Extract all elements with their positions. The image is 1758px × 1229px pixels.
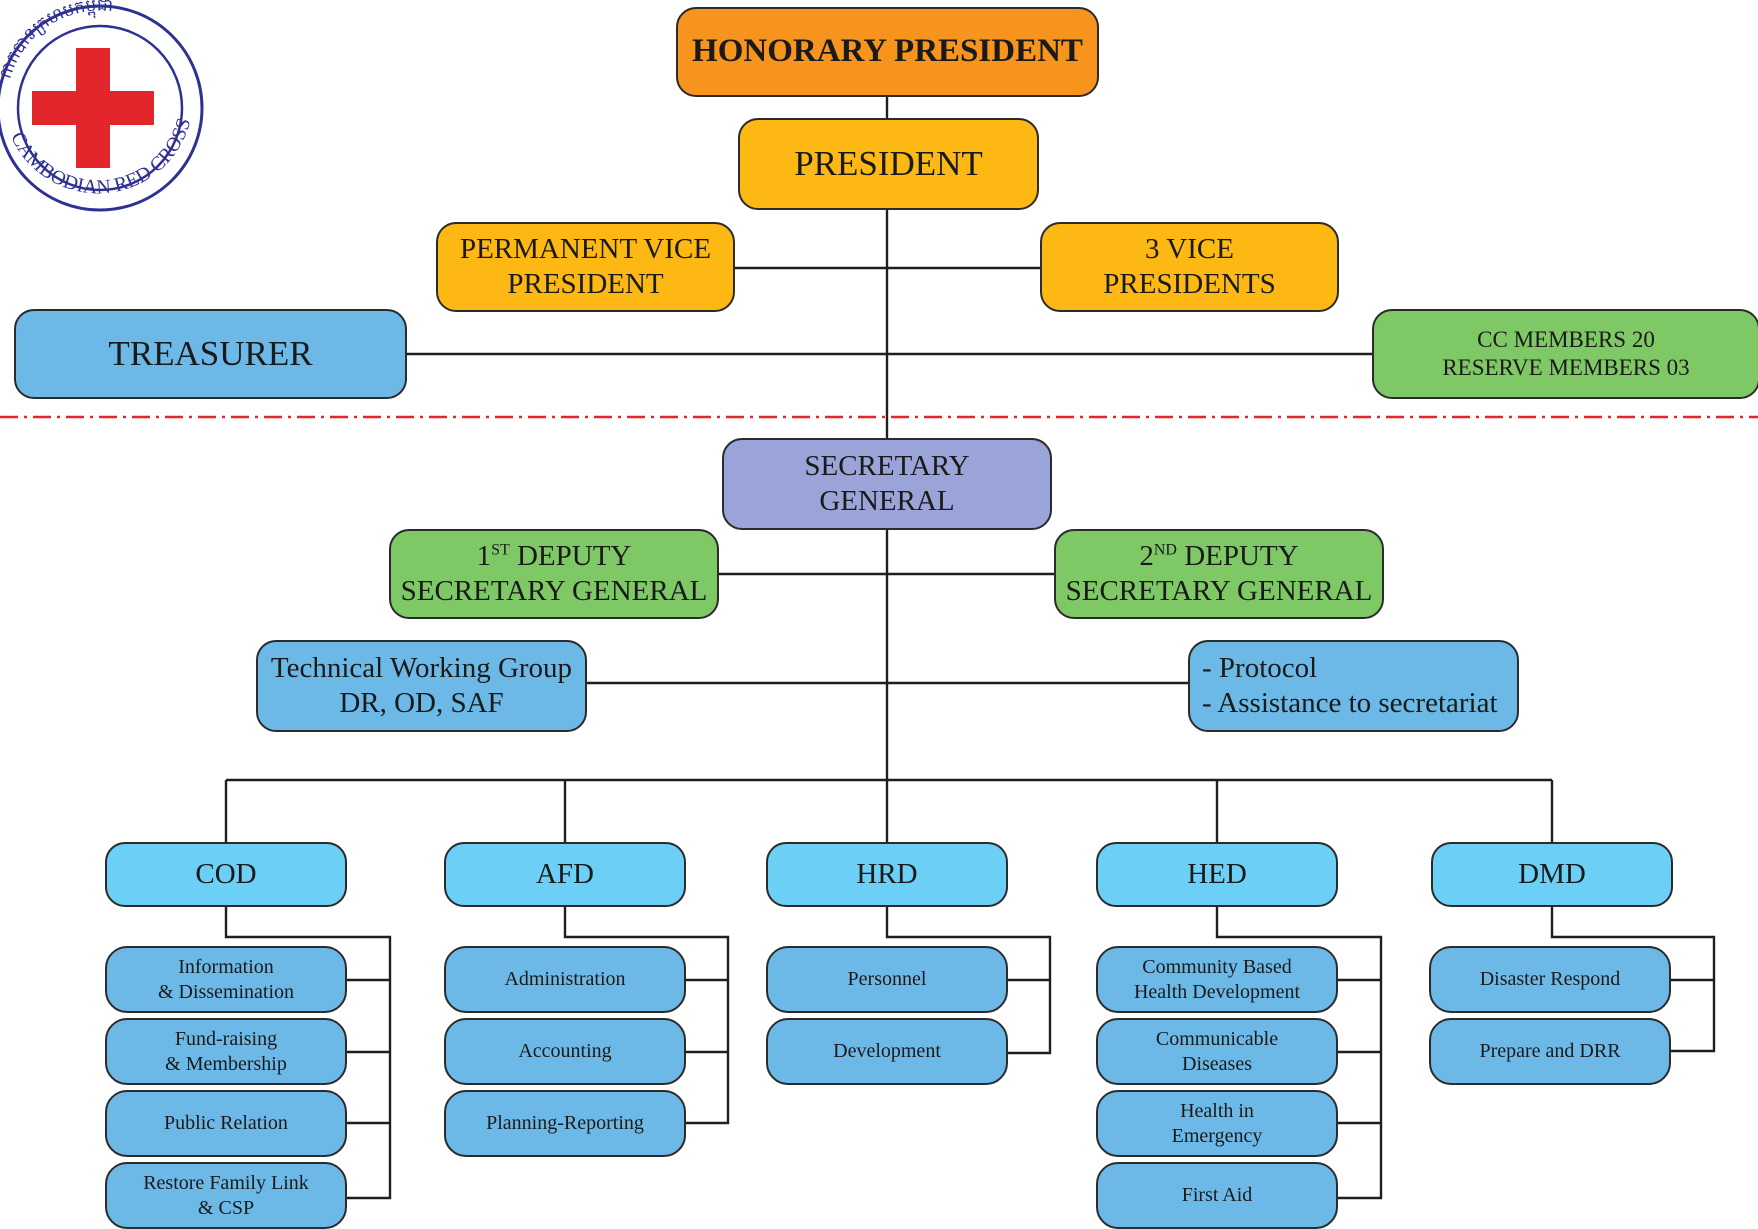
unit-line: Health in <box>1180 1100 1254 1123</box>
first-deputy-box: 1ST DEPUTY SECRETARY GENERAL <box>389 529 719 619</box>
secretary-general-line2: GENERAL <box>819 485 955 517</box>
unit-line: & Dissemination <box>157 980 295 1003</box>
unit-line: Prepare and DRR <box>1479 1040 1621 1063</box>
department-hrd: HRD <box>766 842 1008 907</box>
unit-line: Administration <box>504 968 626 991</box>
department-label: AFD <box>535 858 594 891</box>
unit-planning-reporting: Planning-Reporting <box>444 1090 686 1157</box>
department-label: HRD <box>856 858 918 891</box>
vice-presidents-line1: 3 VICE <box>1145 233 1234 266</box>
unit-line: Community Based <box>1142 956 1292 979</box>
unit-administration: Administration <box>444 946 686 1013</box>
cc-members-box: CC MEMBERS 20 RESERVE MEMBERS 03 <box>1372 309 1758 399</box>
unit-personnel: Personnel <box>766 946 1008 1013</box>
department-label: COD <box>195 858 257 891</box>
second-deputy-box: 2ND DEPUTY SECRETARY GENERAL <box>1054 529 1384 619</box>
department-label: DMD <box>1518 858 1586 891</box>
unit-health-in-emergency: Health in Emergency <box>1096 1090 1338 1157</box>
unit-line: Communicable <box>1155 1028 1279 1051</box>
honorary-president-label: HONORARY PRESIDENT <box>692 33 1083 70</box>
department-label: HED <box>1187 858 1247 891</box>
first-deputy-line1: 1ST DEPUTY <box>476 540 632 573</box>
department-afd: AFD <box>444 842 686 907</box>
unit-line: Health Development <box>1133 980 1301 1003</box>
unit-communicable-diseases: Communicable Diseases <box>1096 1018 1338 1085</box>
unit-line: Disaster Respond <box>1479 968 1621 991</box>
unit-line: & CSP <box>197 1196 255 1219</box>
cambodian-red-cross-logo: CAMBODIAN RED CROSS កាកបាទក្រហមកម្ពុជា <box>0 0 204 212</box>
unit-line: Fund-raising <box>174 1028 278 1051</box>
honorary-president-box: HONORARY PRESIDENT <box>676 7 1099 97</box>
unit-line: Information <box>178 956 274 979</box>
permanent-vice-line2: PRESIDENT <box>507 268 664 300</box>
unit-line: Diseases <box>1182 1052 1252 1075</box>
unit-disaster-respond: Disaster Respond <box>1429 946 1671 1013</box>
unit-line: Development <box>833 1040 941 1063</box>
unit-public-relation: Public Relation <box>105 1090 347 1157</box>
unit-accounting: Accounting <box>444 1018 686 1085</box>
unit-line: Emergency <box>1171 1124 1263 1147</box>
department-cod: COD <box>105 842 347 907</box>
president-label: PRESIDENT <box>794 144 983 183</box>
vice-presidents-box: 3 VICE PRESIDENTS <box>1040 222 1339 312</box>
second-deputy-line2: SECRETARY GENERAL <box>1065 575 1373 607</box>
secretary-general-line1: SECRETARY <box>804 450 970 483</box>
permanent-vice-president-box: PERMANENT VICE PRESIDENT <box>436 222 735 312</box>
president-box: PRESIDENT <box>738 118 1039 210</box>
secretary-general-box: SECRETARY GENERAL <box>722 438 1052 530</box>
first-deputy-line2: SECRETARY GENERAL <box>400 575 708 607</box>
unit-fund-raising-membership: Fund-raising & Membership <box>105 1018 347 1085</box>
department-dmd: DMD <box>1431 842 1673 907</box>
unit-community-based-health: Community Based Health Development <box>1096 946 1338 1013</box>
second-deputy-line1: 2ND DEPUTY <box>1139 540 1299 573</box>
technical-working-group-box: Technical Working Group DR, OD, SAF <box>256 640 587 732</box>
cc-members-line2: RESERVE MEMBERS 03 <box>1442 355 1690 380</box>
unit-line: First Aid <box>1181 1184 1253 1207</box>
department-hed: HED <box>1096 842 1338 907</box>
unit-line: Public Relation <box>164 1112 288 1135</box>
cc-members-line1: CC MEMBERS 20 <box>1477 327 1655 353</box>
treasurer-label: TREASURER <box>108 334 313 373</box>
protocol-line1: - Protocol <box>1202 652 1318 685</box>
unit-line: Accounting <box>518 1040 612 1063</box>
treasurer-box: TREASURER <box>14 309 407 399</box>
twg-line2: DR, OD, SAF <box>339 687 504 719</box>
unit-prepare-and-drr: Prepare and DRR <box>1429 1018 1671 1085</box>
twg-line1: Technical Working Group <box>270 652 573 685</box>
unit-line: Personnel <box>847 968 927 991</box>
unit-information-dissemination: Information & Dissemination <box>105 946 347 1013</box>
permanent-vice-line1: PERMANENT VICE <box>459 233 712 266</box>
unit-development: Development <box>766 1018 1008 1085</box>
unit-line: Restore Family Link <box>143 1172 309 1195</box>
unit-line: & Membership <box>165 1052 287 1075</box>
unit-first-aid: First Aid <box>1096 1162 1338 1229</box>
vice-presidents-line2: PRESIDENTS <box>1103 268 1276 300</box>
unit-line: Planning-Reporting <box>486 1112 644 1135</box>
unit-restore-family-link: Restore Family Link & CSP <box>105 1162 347 1229</box>
protocol-line2: - Assistance to secretariat <box>1202 687 1498 719</box>
protocol-box: - Protocol - Assistance to secretariat <box>1188 640 1519 732</box>
